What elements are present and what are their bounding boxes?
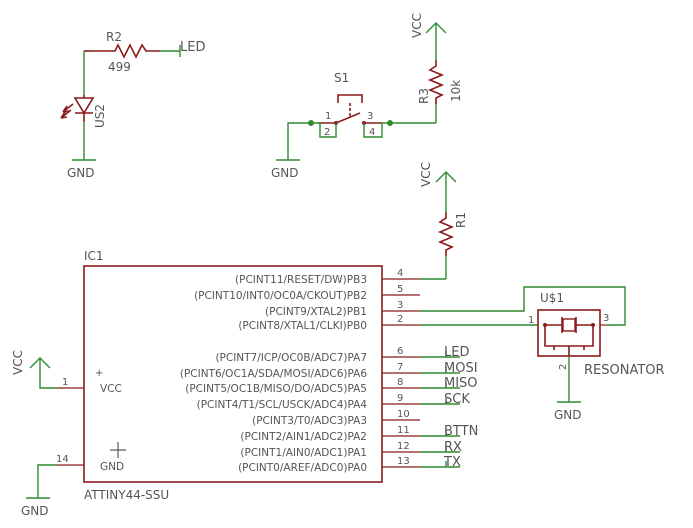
- vcc-label-r1: VCC: [419, 162, 433, 187]
- s1-pin3: 3: [367, 111, 373, 122]
- r1-name: R1: [454, 212, 468, 228]
- ic1-pin-number: 11: [397, 425, 410, 436]
- ic1-pin-label: (PCINT5/OC1B/MISO/DO/ADC5)PA5: [185, 383, 367, 395]
- ic1-net-label: BTTN: [444, 424, 478, 439]
- ic1-attiny44: IC1 ATTINY44-SSU 1 + VCC VCC 14 GND GND …: [11, 249, 478, 518]
- r1-resistor-symbol: [437, 212, 455, 256]
- ic1-pin-number: 7: [397, 362, 403, 373]
- gnd-label-led: GND: [67, 166, 95, 180]
- ic1-gnd-label: GND: [100, 461, 124, 473]
- r3-name: R3: [417, 88, 431, 104]
- ic1-pin-label: (PCINT4/T1/SCL/USCK/ADC4)PA4: [197, 399, 368, 411]
- ic1-pin-number: 5: [397, 284, 403, 295]
- ic1-pin-number: 13: [397, 456, 410, 467]
- vcc-label-ic: VCC: [11, 350, 25, 375]
- s1-pin2: 2: [324, 127, 330, 138]
- ic1-pin-number: 10: [397, 409, 410, 420]
- ic1-origin-cross: [110, 442, 126, 458]
- ic1-pin-number: 2: [397, 314, 403, 325]
- r2-led-net-label: LED: [180, 40, 205, 55]
- s1-name: S1: [334, 71, 349, 85]
- s1-pin4: 4: [369, 127, 375, 138]
- gnd-label-switch: GND: [271, 166, 299, 180]
- s1-pin1: 1: [325, 111, 331, 122]
- ic1-pin-label: (PCINT2/AIN1/ADC2)PA2: [240, 431, 367, 443]
- r2-led-section: R2 499 LED US2 GND: [60, 30, 205, 180]
- resonator-label: RESONATOR: [584, 363, 665, 378]
- ic1-pin-number: 12: [397, 441, 410, 452]
- led-name: US2: [93, 104, 107, 128]
- s1-actuator: [337, 94, 363, 103]
- led-symbol: [60, 95, 95, 122]
- ic1-net-label: RX: [444, 440, 462, 455]
- ic1-net-label: MISO: [444, 376, 478, 391]
- ic1-pin-label: (PCINT6/OC1A/SDA/MOSI/ADC6)PA6: [180, 368, 367, 380]
- ic1-pin-number: 4: [397, 268, 403, 279]
- ic1-net-label: TX: [443, 455, 461, 470]
- r2-resistor-symbol: [92, 43, 160, 59]
- ic1-pin-label: (PCINT1/AIN0/ADC1)PA1: [240, 447, 367, 459]
- resonator-pin1: 1: [528, 315, 534, 326]
- ic1-name: IC1: [84, 249, 104, 263]
- ic1-pin-label: (PCINT3/T0/ADC3)PA3: [252, 415, 367, 427]
- resonator-u1: U$1 1 3 2 RESONATOR GND: [528, 291, 665, 422]
- gnd-label-ic: GND: [21, 504, 49, 518]
- ic1-pin-label: (PCINT8/XTAL1/CLKI)PB0: [238, 320, 367, 332]
- ic1-pin-number: 3: [397, 300, 403, 311]
- r2-value: 499: [108, 60, 131, 74]
- ic1-net-label: LED: [444, 345, 469, 360]
- vcc-label-r3: VCC: [410, 13, 424, 38]
- r1-section: VCC R1: [419, 162, 468, 279]
- resonator-pin2: 2: [558, 364, 569, 370]
- ic1-pin-label: (PCINT7/ICP/OC0B/ADC7)PA7: [215, 352, 367, 364]
- switch-section: VCC R3 10k S1 1 3 2 4 GND: [271, 13, 463, 180]
- ic1-pin-number: 6: [397, 346, 403, 357]
- ic1-net-label: MOSI: [444, 361, 478, 376]
- ic1-pin-label: (PCINT9/XTAL2)PB1: [265, 306, 367, 318]
- ic1-vcc-label: VCC: [100, 383, 122, 395]
- ic1-part: ATTINY44-SSU: [84, 488, 169, 502]
- ic1-gnd-pin-num: 14: [56, 454, 69, 465]
- r3-value: 10k: [449, 80, 463, 102]
- ic1-body: [83, 265, 383, 483]
- ic1-vcc-pin-num: 1: [62, 377, 68, 388]
- vcc-arrow-ic: [29, 357, 51, 369]
- ic1-pin-label: (PCINT10/INT0/OC0A/CKOUT)PB2: [194, 290, 367, 302]
- ic1-pin-label: (PCINT0/AREF/ADC0)PA0: [238, 462, 367, 474]
- ic1-pin-label: (PCINT11/RESET/DW)PB3: [235, 274, 367, 286]
- gnd-label-resonator: GND: [554, 408, 582, 422]
- ic1-plus-mark: +: [95, 368, 103, 379]
- resonator-pin3: 3: [603, 313, 609, 324]
- resonator-name: U$1: [540, 291, 564, 305]
- ic1-pin-number: 8: [397, 377, 403, 388]
- r2-name: R2: [106, 30, 122, 44]
- ic1-pin-number: 9: [397, 393, 403, 404]
- r3-resistor-symbol: [427, 60, 445, 104]
- ic1-net-label: SCK: [444, 392, 470, 407]
- ic1-right-pins: 4 (PCINT11/RESET/DW)PB3 5 (PCINT10/INT0/OC0…: [180, 268, 478, 474]
